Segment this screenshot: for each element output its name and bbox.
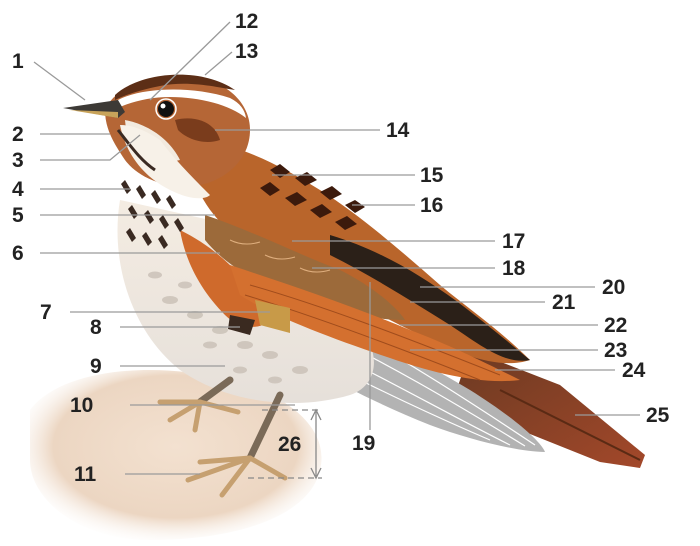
label-21: 21 xyxy=(552,291,576,314)
label-11: 11 xyxy=(74,463,97,486)
label-6: 6 xyxy=(12,242,24,265)
label-18: 18 xyxy=(502,257,526,280)
leader-13 xyxy=(205,52,232,75)
label-3: 3 xyxy=(12,149,24,172)
label-16: 16 xyxy=(420,194,443,217)
label-14: 14 xyxy=(386,119,410,142)
label-8: 8 xyxy=(90,316,102,339)
label-13: 13 xyxy=(235,40,258,63)
label-17: 17 xyxy=(502,230,525,253)
label-9: 9 xyxy=(90,355,102,378)
label-15: 15 xyxy=(420,164,444,187)
label-2: 2 xyxy=(12,123,24,146)
label-22: 22 xyxy=(604,314,627,337)
label-7: 7 xyxy=(40,301,52,324)
label-4: 4 xyxy=(12,178,24,201)
label-12: 12 xyxy=(235,10,258,33)
label-26: 26 xyxy=(278,433,301,456)
label-5: 5 xyxy=(12,204,24,227)
label-25: 25 xyxy=(646,404,670,427)
label-20: 20 xyxy=(602,276,625,299)
label-1: 1 xyxy=(12,50,24,73)
label-10: 10 xyxy=(70,394,93,417)
eye xyxy=(158,101,174,117)
leader-1 xyxy=(34,62,85,100)
label-24: 24 xyxy=(622,359,646,382)
label-19: 19 xyxy=(352,432,375,455)
